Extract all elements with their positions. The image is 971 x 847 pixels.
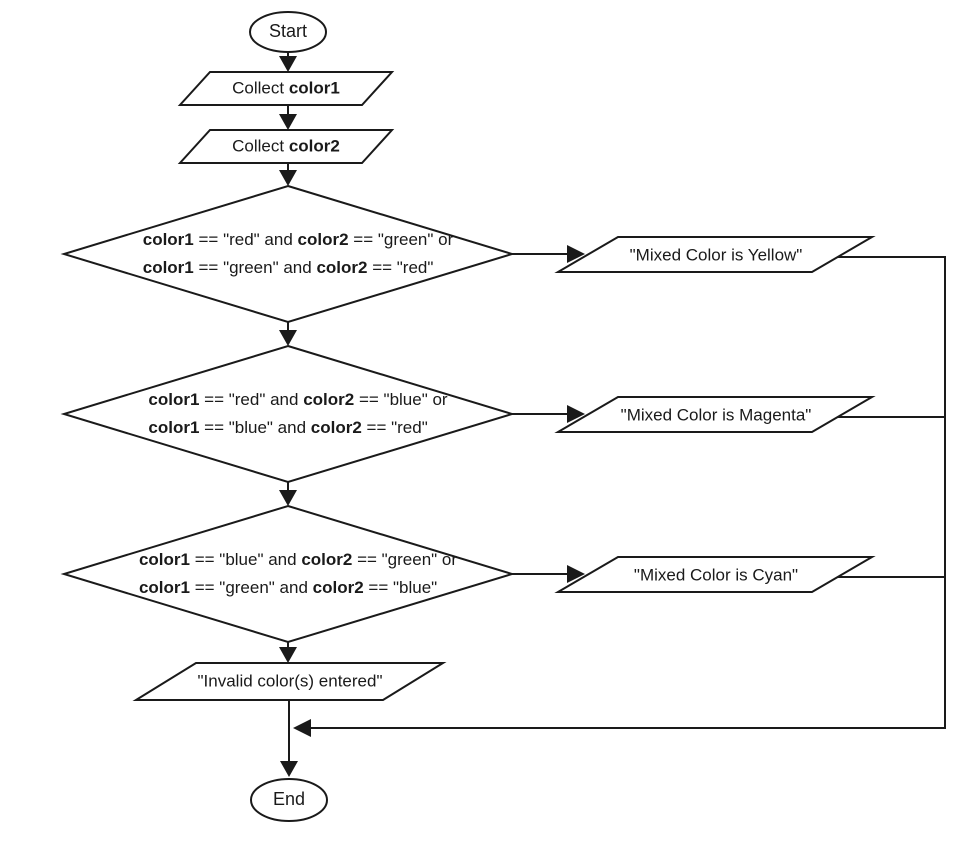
output-cyan-shape bbox=[554, 556, 876, 593]
output-magenta-shape bbox=[554, 396, 876, 433]
arrow-right-icon bbox=[567, 565, 585, 583]
collect1-label: Collect color1 bbox=[232, 78, 340, 98]
arrow-down-icon bbox=[279, 114, 297, 130]
decision1-line1: color1 == "red" and color2 == "green" or bbox=[142, 230, 454, 249]
arrowheads bbox=[279, 56, 585, 777]
decision3-label: color1 == "blue" and color2 == "green" o… bbox=[139, 546, 457, 602]
edge-yellow-merge bbox=[311, 256, 946, 729]
arrow-down-icon bbox=[279, 490, 297, 506]
arrow-left-icon bbox=[293, 719, 311, 737]
output-yellow-shape bbox=[554, 236, 876, 273]
decision2-diamond-shape bbox=[60, 344, 516, 484]
arrow-down-icon bbox=[279, 170, 297, 186]
invalid-output-shape bbox=[132, 662, 447, 701]
output-cyan-label: "Mixed Color is Cyan" bbox=[633, 565, 799, 585]
decision2-line2: color1 == "blue" and color2 == "red" bbox=[148, 418, 428, 437]
start-label: Start bbox=[268, 20, 308, 41]
decision2-label: color1 == "red" and color2 == "blue" or … bbox=[148, 386, 447, 442]
invalid-label: "Invalid color(s) entered" bbox=[197, 671, 383, 691]
decision3-diamond-shape bbox=[60, 504, 516, 644]
decision3-line2: color1 == "green" and color2 == "blue" bbox=[138, 578, 438, 597]
decision1-label: color1 == "red" and color2 == "green" or… bbox=[143, 226, 454, 282]
node-shapes bbox=[60, 11, 876, 822]
collect1-input-shape bbox=[177, 71, 395, 106]
arrow-down-icon bbox=[279, 647, 297, 663]
output-yellow-label: "Mixed Color is Yellow" bbox=[629, 245, 803, 265]
arrow-down-icon bbox=[279, 330, 297, 346]
start-terminal-shape bbox=[249, 11, 327, 53]
collect2-label: Collect color2 bbox=[232, 136, 340, 156]
end-label: End bbox=[272, 788, 306, 809]
collect2-input-shape bbox=[177, 129, 395, 164]
decision1-diamond-shape bbox=[60, 184, 516, 324]
arrow-down-icon bbox=[280, 761, 298, 777]
end-terminal-shape bbox=[250, 778, 328, 822]
decision1-line2: color1 == "green" and color2 == "red" bbox=[142, 258, 434, 277]
decision2-line1: color1 == "red" and color2 == "blue" or bbox=[148, 390, 448, 409]
arrow-right-icon bbox=[567, 245, 585, 263]
decision3-line1: color1 == "blue" and color2 == "green" o… bbox=[138, 550, 458, 569]
arrow-down-icon bbox=[279, 56, 297, 72]
edges bbox=[287, 52, 946, 761]
output-magenta-label: "Mixed Color is Magenta" bbox=[620, 405, 812, 425]
arrow-right-icon bbox=[567, 405, 585, 423]
